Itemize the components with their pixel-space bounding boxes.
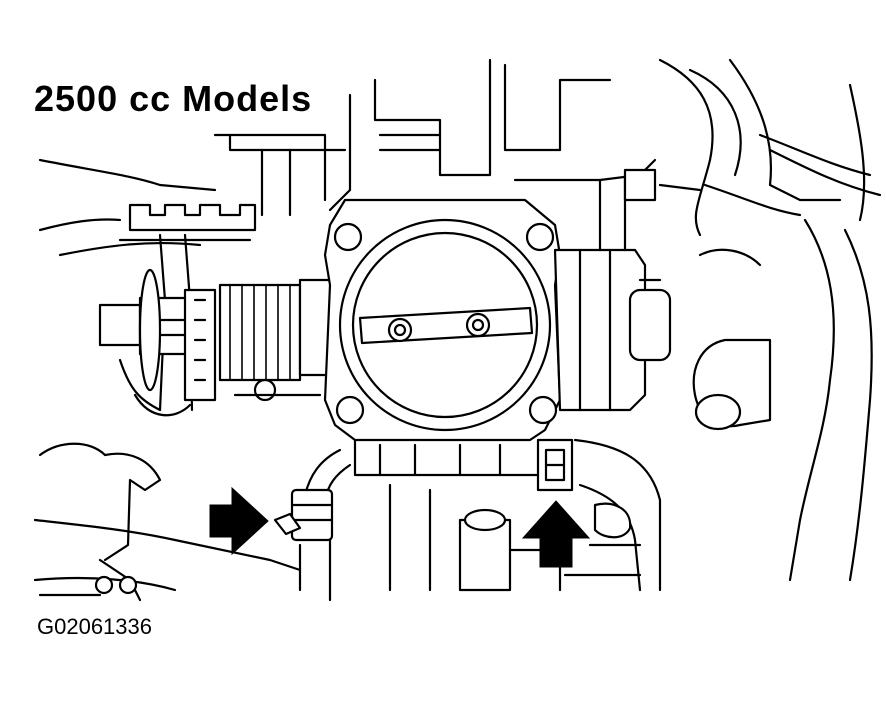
throttle-position-sensor bbox=[553, 168, 672, 412]
lower-engine-outline bbox=[33, 442, 642, 602]
coolant-hose-right bbox=[536, 438, 662, 592]
throttle-bellows bbox=[218, 278, 342, 402]
throttle-body bbox=[323, 198, 562, 477]
hoses bbox=[658, 58, 882, 582]
arrow-up-icon bbox=[521, 500, 591, 568]
coolant-hose-left bbox=[273, 448, 352, 602]
throttle-linkage bbox=[98, 203, 257, 417]
intake-plenum-outline bbox=[38, 58, 657, 257]
diagram-title: 2500 cc Models bbox=[34, 78, 317, 120]
arrow-right-icon bbox=[209, 486, 269, 556]
figure-id: G02061336 bbox=[37, 614, 152, 639]
